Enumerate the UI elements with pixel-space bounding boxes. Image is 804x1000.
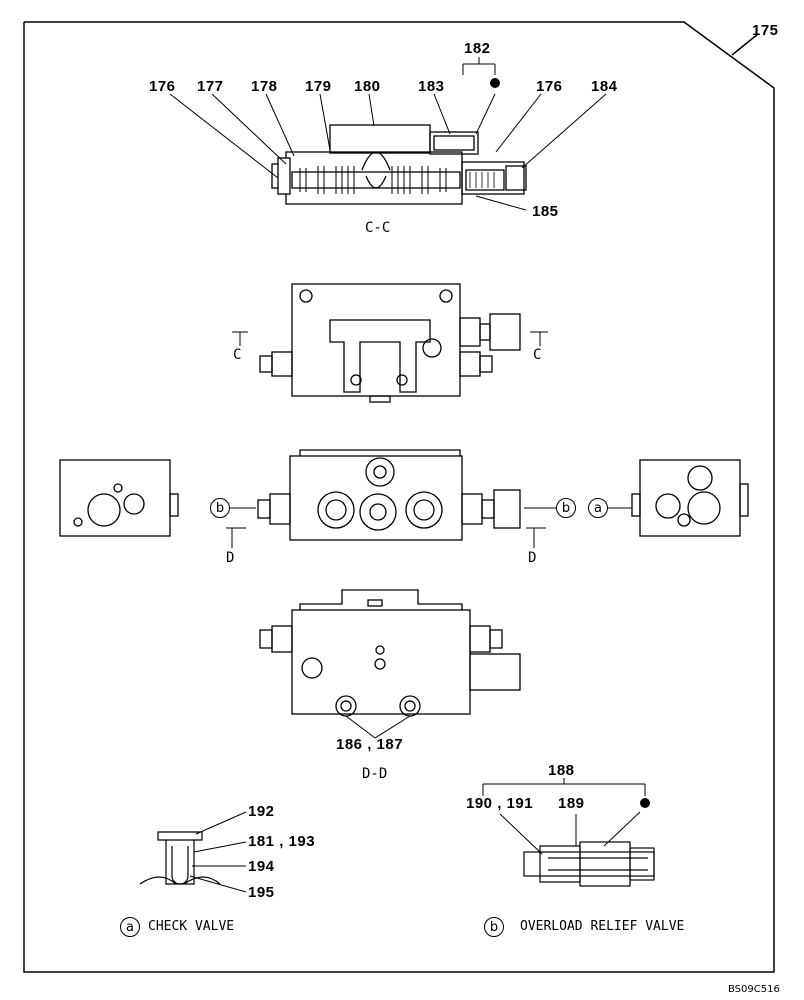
marker-b-right: b [556, 498, 576, 518]
marker-d-right: D [528, 550, 537, 566]
cc-leaders [169, 57, 607, 211]
callout-195: 195 [248, 884, 275, 901]
callout-182: 182 [464, 40, 491, 57]
caption-check-valve: CHECK VALVE [148, 919, 235, 934]
callout-186-187: 186 , 187 [336, 736, 404, 753]
check-valve-leaders [189, 811, 247, 893]
cc-section-drawing [271, 124, 527, 205]
dd-leaders [345, 715, 411, 739]
callout-194: 194 [248, 858, 275, 875]
bullet-182 [490, 78, 500, 88]
callout-188: 188 [548, 762, 575, 779]
relief-valve-leaders [482, 778, 646, 855]
leader-175 [731, 33, 759, 56]
callout-190-191: 190 , 191 [466, 795, 534, 812]
drawing-code: BS09C516 [728, 984, 780, 995]
drawing-frame [23, 21, 775, 973]
callout-179: 179 [305, 78, 332, 95]
left-side-view [59, 459, 179, 537]
callout-189: 189 [558, 795, 585, 812]
middle-view-drawing [257, 449, 521, 541]
middle-leaders [226, 507, 632, 548]
marker-a-caption: a [120, 917, 140, 937]
caption-overload-relief-valve: OVERLOAD RELIEF VALVE [520, 919, 685, 934]
marker-c-right: C [533, 347, 542, 363]
top-view-drawing [259, 283, 521, 403]
right-side-view [631, 459, 749, 537]
marker-b-left: b [210, 498, 230, 518]
callout-183: 183 [418, 78, 445, 95]
callout-184: 184 [591, 78, 618, 95]
marker-b-caption: b [484, 917, 504, 937]
dd-section-drawing [259, 589, 521, 717]
callout-176-right: 176 [536, 78, 563, 95]
relief-valve-drawing [523, 841, 655, 887]
callout-176-left: 176 [149, 78, 176, 95]
callout-178: 178 [251, 78, 278, 95]
bullet-188 [640, 798, 650, 808]
marker-d-left: D [226, 550, 235, 566]
c-section-arrows [232, 331, 548, 346]
callout-180: 180 [354, 78, 381, 95]
callout-181-193: 181 , 193 [248, 833, 316, 850]
marker-a-right: a [588, 498, 608, 518]
check-valve-drawing [139, 831, 221, 885]
marker-c-left: C [233, 347, 242, 363]
callout-185: 185 [532, 203, 559, 220]
callout-175: 175 [752, 22, 779, 39]
callout-192: 192 [248, 803, 275, 820]
caption-cc: C-C [365, 220, 391, 236]
caption-dd: D-D [362, 766, 388, 782]
callout-177: 177 [197, 78, 224, 95]
